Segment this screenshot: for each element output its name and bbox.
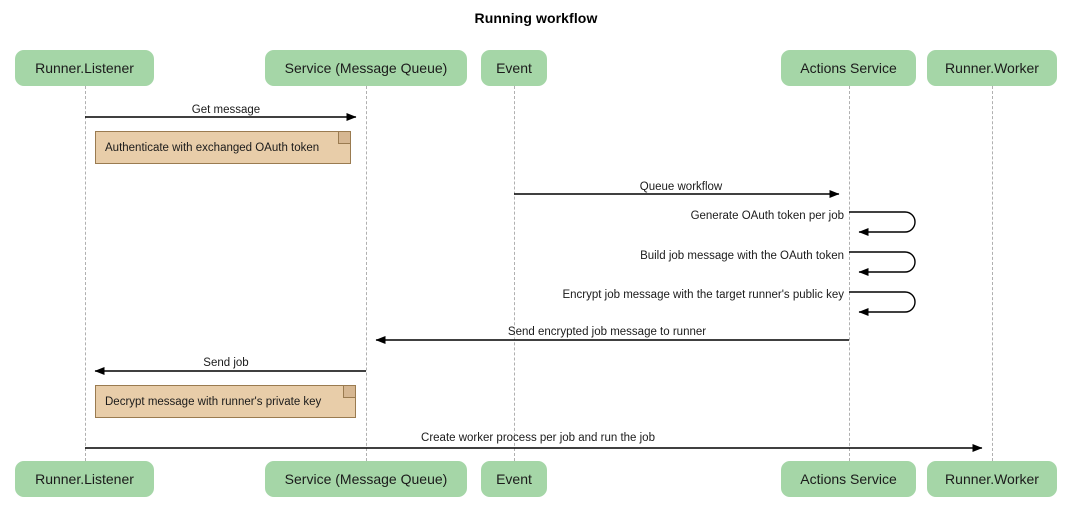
participant-footer-event[interactable]: Event [481, 461, 547, 497]
message-label-send-encrypted-job-message-to-runner: Send encrypted job message to runner [507, 326, 707, 338]
message-arrow-encrypt-job-message-target-runner-public-key [849, 291, 916, 316]
participant-header-actions-service[interactable]: Actions Service [781, 50, 916, 86]
participant-header-runner-worker[interactable]: Runner.Worker [927, 50, 1057, 86]
note-folded-corner-icon [343, 386, 355, 398]
message-label-create-worker-process-per-job: Create worker process per job and run th… [421, 432, 655, 444]
participant-label: Runner.Worker [945, 60, 1039, 76]
participant-label: Actions Service [800, 60, 897, 76]
message-arrow-generate-oauth-token-per-job [849, 211, 916, 236]
message-label-send-job: Send job [203, 357, 249, 369]
participant-label: Event [496, 60, 532, 76]
message-label-build-job-message-with-oauth-token: Build job message with the OAuth token [640, 250, 844, 262]
lifeline-actions-service [849, 86, 850, 461]
participant-footer-runner-worker[interactable]: Runner.Worker [927, 461, 1057, 497]
participant-footer-runner-listener[interactable]: Runner.Listener [15, 461, 154, 497]
lifeline-service-message-queue [366, 86, 367, 461]
participant-label: Service (Message Queue) [284, 60, 448, 76]
participant-header-event[interactable]: Event [481, 50, 547, 86]
note-decrypt-message-with-runners-private-key: Decrypt message with runner's private ke… [95, 385, 356, 418]
lifeline-event [514, 86, 515, 461]
lifeline-runner-worker [992, 86, 993, 461]
participant-footer-actions-service[interactable]: Actions Service [781, 461, 916, 497]
participant-label: Runner.Worker [945, 471, 1039, 487]
participant-label: Service (Message Queue) [284, 471, 448, 487]
message-arrow-build-job-message-with-oauth-token [849, 251, 916, 276]
participant-footer-service-message-queue[interactable]: Service (Message Queue) [265, 461, 467, 497]
participant-label: Runner.Listener [35, 471, 134, 487]
note-folded-corner-icon [338, 132, 350, 144]
participant-label: Runner.Listener [35, 60, 134, 76]
participant-header-service-message-queue[interactable]: Service (Message Queue) [265, 50, 467, 86]
participant-header-runner-listener[interactable]: Runner.Listener [15, 50, 154, 86]
diagram-title: Running workflow [474, 10, 598, 26]
message-label-generate-oauth-token-per-job: Generate OAuth token per job [690, 210, 844, 222]
note-label: Authenticate with exchanged OAuth token [105, 141, 320, 154]
note-authenticate-with-exchanged-oauth-token: Authenticate with exchanged OAuth token [95, 131, 351, 164]
participant-label: Event [496, 471, 532, 487]
lifeline-runner-listener [85, 86, 86, 461]
message-label-get-message: Get message [191, 104, 261, 116]
note-label: Decrypt message with runner's private ke… [105, 395, 322, 408]
message-label-queue-workflow: Queue workflow [639, 181, 723, 193]
participant-label: Actions Service [800, 471, 897, 487]
message-label-encrypt-job-message-target-runner-public-key: Encrypt job message with the target runn… [562, 289, 844, 301]
